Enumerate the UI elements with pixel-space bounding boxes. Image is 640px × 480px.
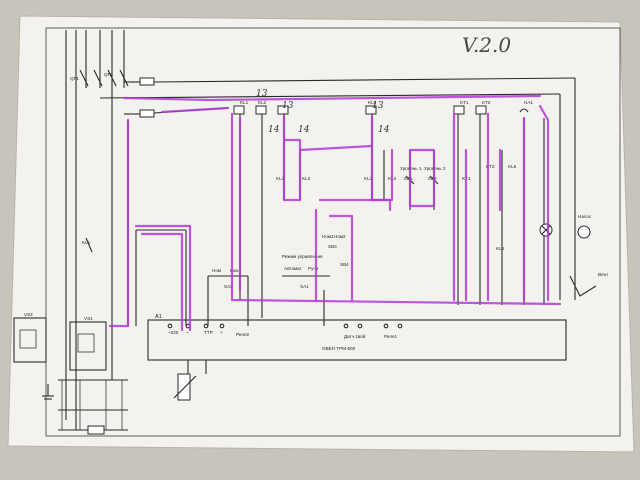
- svg-text:SB4: SB4: [340, 262, 349, 267]
- hand-13a: 13: [256, 89, 268, 99]
- kl1-left-label: KL1: [82, 240, 91, 245]
- breaker-qf2: QF2: [104, 69, 129, 87]
- svg-text:KT1: KT1: [460, 100, 469, 105]
- svg-text:SB3: SB3: [328, 244, 337, 249]
- magenta-traces: [108, 94, 562, 332]
- hand-13b: 13: [282, 101, 294, 111]
- coil-kt1: [453, 105, 465, 115]
- hand-14a: 14: [268, 125, 280, 135]
- coil-kl3b: [365, 105, 377, 115]
- svg-text:SA2: SA2: [224, 284, 233, 289]
- mode-panel: Режим управления Автомат Ручн SA1: [282, 254, 330, 289]
- vent-label: Вент: [598, 272, 609, 277]
- svg-text:+: +: [220, 330, 223, 335]
- svg-text:~220: ~220: [168, 330, 179, 335]
- hand-13c: 13: [372, 101, 384, 111]
- svg-text:Реле1: Реле1: [384, 334, 397, 339]
- svg-text:Реле2: Реле2: [236, 332, 249, 337]
- coil-kl2: [255, 105, 267, 115]
- svg-text:KL2: KL2: [258, 100, 267, 105]
- mode-title: Режим управления: [282, 254, 323, 259]
- version-label: V.2.0: [462, 33, 511, 57]
- left-devices: VS2 VS1 KL1: [13, 237, 107, 371]
- breaker-qf1: QF1: [70, 69, 103, 87]
- coil-kl3: [277, 105, 289, 115]
- ground-network: [42, 379, 128, 435]
- svg-text:HA1: HA1: [524, 100, 533, 105]
- coil-kt2: [475, 105, 487, 115]
- svg-text:KL3: KL3: [368, 100, 377, 105]
- mode-auto: Автомат: [284, 266, 303, 271]
- vs1-label: VS1: [84, 316, 93, 321]
- vs2-label: VS2: [24, 312, 33, 317]
- manual-buttons: Ном1 Ном2 SB3 SB4: [322, 234, 349, 267]
- breaker-qf1-label: QF1: [70, 76, 79, 81]
- svg-text:Датч.1вой: Датч.1вой: [344, 333, 366, 339]
- controller-trm500: A1 ОВЕН ТРМ-500 ~220 ~ ТТР + Реле2 Датч.…: [147, 314, 567, 361]
- thermistor: [173, 360, 207, 401]
- drawing-frame: [45, 27, 621, 437]
- controller-name: ОВЕН ТРМ-500: [322, 346, 356, 351]
- svg-text:~: ~: [186, 330, 189, 335]
- svg-text:KL1: KL1: [276, 176, 285, 181]
- svg-text:KL5: KL5: [508, 164, 517, 169]
- svg-text:Ном: Ном: [212, 268, 221, 273]
- coil-kl1: [233, 105, 245, 115]
- switch-sa2: Ном Ком SA2: [208, 268, 248, 289]
- svg-text:KT2: KT2: [482, 100, 491, 105]
- mode-manual: Ручн: [308, 266, 319, 271]
- svg-text:Ном2: Ном2: [334, 234, 346, 239]
- svg-text:KL6: KL6: [496, 246, 505, 251]
- relay-coil-row: KL1 KL2 KL3 KT1 KT2 HA1: [233, 100, 533, 115]
- svg-text:KL1: KL1: [240, 100, 249, 105]
- svg-text:KT2: KT2: [486, 164, 495, 169]
- svg-text:Ком: Ком: [230, 268, 238, 273]
- svg-text:Ном1: Ном1: [322, 234, 334, 239]
- svg-text:KL3: KL3: [364, 176, 373, 181]
- paper-sheet: [8, 16, 634, 452]
- breaker-qf2-label: QF2: [104, 72, 113, 77]
- hand-14b: 14: [298, 125, 310, 135]
- mode-switch-label: SA1: [300, 284, 309, 289]
- pump-label: Насос: [578, 214, 592, 219]
- svg-text:KL2: KL2: [302, 176, 311, 181]
- svg-text:ТТР: ТТР: [204, 330, 213, 335]
- hand-14c: 14: [378, 125, 390, 135]
- controller-terminal: A1: [155, 314, 162, 320]
